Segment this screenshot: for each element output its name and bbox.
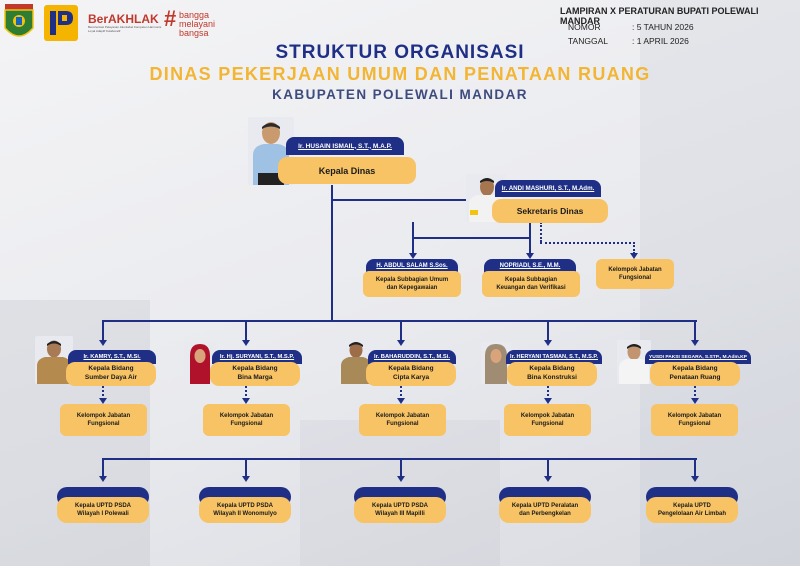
arrow	[691, 398, 699, 404]
arrow	[99, 340, 107, 346]
dotted-connector	[245, 386, 247, 400]
bangsa-word: bangsa	[179, 28, 209, 38]
uptd-psda-2: Kepala UPTD PSDA Wilayah II Wonomulyo	[199, 497, 291, 523]
connector	[400, 458, 402, 478]
polewali-mandar-logo	[3, 4, 35, 42]
bidang-bina-konstruksi-role: Kepala Bidang Bina Konstruksi	[507, 362, 597, 386]
bidang-penataan-ruang-role: Kepala Bidang Penataan Ruang	[650, 362, 740, 386]
kepala-dinas-role: Kepala Dinas	[278, 157, 416, 184]
dotted-connector	[694, 386, 696, 400]
dotted-connector	[540, 242, 635, 244]
dotted-connector	[547, 386, 549, 400]
uptd-psda-1: Kepala UPTD PSDA Wilayah I Polewali	[57, 497, 149, 523]
arrow	[409, 253, 417, 259]
subbagian-umum-role: Kepala Subbagian Umum dan Kepegawaian	[363, 271, 461, 297]
chart-region: KABUPATEN POLEWALI MANDAR	[272, 87, 528, 102]
lampiran-title: LAMPIRAN X PERATURAN BUPATI POLEWALI MAN…	[560, 6, 759, 26]
connector	[102, 320, 104, 342]
arrow	[544, 340, 552, 346]
bidang-bina-marga-role: Kepala Bidang Bina Marga	[210, 362, 300, 386]
arrow	[544, 476, 552, 482]
arrow	[630, 253, 638, 259]
arrow	[691, 340, 699, 346]
arrow	[691, 476, 699, 482]
bidang-cipta-karya-name: Ir. BAHARUDDIN, S.T., M.Si.	[368, 350, 456, 364]
bidang-bina-marga-photo	[184, 342, 216, 384]
bidang-sda-kelompok: Kelompok Jabatan Fungsional	[60, 404, 147, 436]
arrow	[397, 476, 405, 482]
subbagian-keuangan-role: Kepala Subbagian Keuangan dan Verifikasi	[482, 271, 580, 297]
connector	[245, 458, 247, 478]
connector	[529, 237, 531, 255]
uptd-peralatan: Kepala UPTD Peralatan dan Perbengkelan	[499, 497, 591, 523]
arrow	[242, 398, 250, 404]
connector-main-vertical	[331, 185, 333, 321]
nomor-value: : 5 TAHUN 2026	[632, 22, 694, 32]
connector	[694, 320, 696, 342]
arrow	[397, 398, 405, 404]
connector	[529, 222, 531, 238]
chart-title: STRUKTUR ORGANISASI	[275, 42, 525, 63]
bidang-penataan-ruang-name: YUSDI PAKSI SEGARA, S.STP., M.Adm.KP	[645, 350, 751, 364]
connector	[412, 237, 531, 239]
arrow	[99, 398, 107, 404]
bidang-penataan-ruang-photo	[617, 340, 651, 384]
arrow	[397, 340, 405, 346]
uptd-air-limbah: Kepala UPTD Pengelolaan Air Limbah	[646, 497, 738, 523]
bidang-cipta-karya-photo	[339, 338, 373, 384]
chart-subtitle: DINAS PEKERJAAN UMUM DAN PENATAAN RUANG	[149, 64, 651, 84]
connector	[694, 458, 696, 478]
connector	[102, 458, 104, 478]
connector	[412, 237, 414, 255]
uptd-psda-3: Kepala UPTD PSDA Wilayah III Mapilli	[354, 497, 446, 523]
bidang-sda-role: Kepala Bidang Sumber Daya Air	[66, 362, 156, 386]
bidang-bina-marga-name: Ir. Hj. SURYANI, S.T., M.S.P.	[212, 350, 302, 364]
bangga-melayani-bangsa-logo: # bangga melayani bangsa	[164, 6, 224, 40]
subbagian-umum-name: H. ABDUL SALAM S.Sos.	[366, 259, 458, 273]
connector	[547, 458, 549, 478]
bangga-word: bangga	[179, 10, 210, 20]
connector-uptd-horizontal	[102, 458, 697, 460]
tanggal-label: TANGGAL	[568, 36, 608, 46]
pupr-logo	[44, 5, 78, 41]
kelompok-sekretariat: Kelompok Jabatan Fungsional	[596, 259, 674, 289]
berakhlak-wordmark: BerAKHLAK	[88, 12, 159, 26]
bidang-cipta-karya-kelompok: Kelompok Jabatan Fungsional	[359, 404, 446, 436]
berakhlak-tagline: Berorientasi Pelayanan Akuntabel Kompete…	[88, 25, 162, 33]
arrow	[544, 398, 552, 404]
bidang-sda-photo	[35, 336, 73, 384]
connector	[412, 222, 414, 238]
arrow	[242, 476, 250, 482]
kepala-dinas-name: Ir. HUSAIN ISMAIL, S.T., M.A.P.	[286, 137, 404, 155]
dotted-connector	[102, 386, 104, 400]
connector-sekretaris	[331, 199, 471, 201]
bangga-hash-glyph: #	[164, 6, 177, 31]
nomor-label: NOMOR	[568, 22, 601, 32]
bidang-bina-konstruksi-photo	[481, 342, 511, 384]
arrow	[99, 476, 107, 482]
arrow	[242, 340, 250, 346]
dotted-connector	[400, 386, 402, 400]
bidang-bina-konstruksi-kelompok: Kelompok Jabatan Fungsional	[504, 404, 591, 436]
connector	[245, 320, 247, 342]
dotted-connector	[633, 242, 635, 254]
sekretaris-name: Ir. ANDI MASHURI, S.T., M.Adm.	[495, 180, 601, 197]
connector-bidang-horizontal	[102, 320, 697, 322]
arrow	[526, 253, 534, 259]
bidang-bina-konstruksi-name: Ir. HERYANI TASMAN, S.T., M.S.P.	[506, 350, 602, 364]
connector	[547, 320, 549, 342]
bidang-sda-name: Ir. KAMRY, S.T., M.Si.	[68, 350, 156, 364]
subbagian-keuangan-name: NOPRIADI, S.E., M.M.	[484, 259, 576, 273]
melayani-word: melayani	[179, 19, 216, 29]
berakhlak-logo: BerAKHLAK Berorientasi Pelayanan Akuntab…	[88, 12, 166, 33]
bidang-penataan-ruang-kelompok: Kelompok Jabatan Fungsional	[651, 404, 738, 436]
connector	[400, 320, 402, 342]
bidang-bina-marga-kelompok: Kelompok Jabatan Fungsional	[203, 404, 290, 436]
dotted-connector	[540, 222, 542, 242]
tanggal-value: : 1 APRIL 2026	[632, 36, 689, 46]
bidang-cipta-karya-role: Kepala Bidang Cipta Karya	[366, 362, 456, 386]
sekretaris-role: Sekretaris Dinas	[492, 199, 608, 223]
